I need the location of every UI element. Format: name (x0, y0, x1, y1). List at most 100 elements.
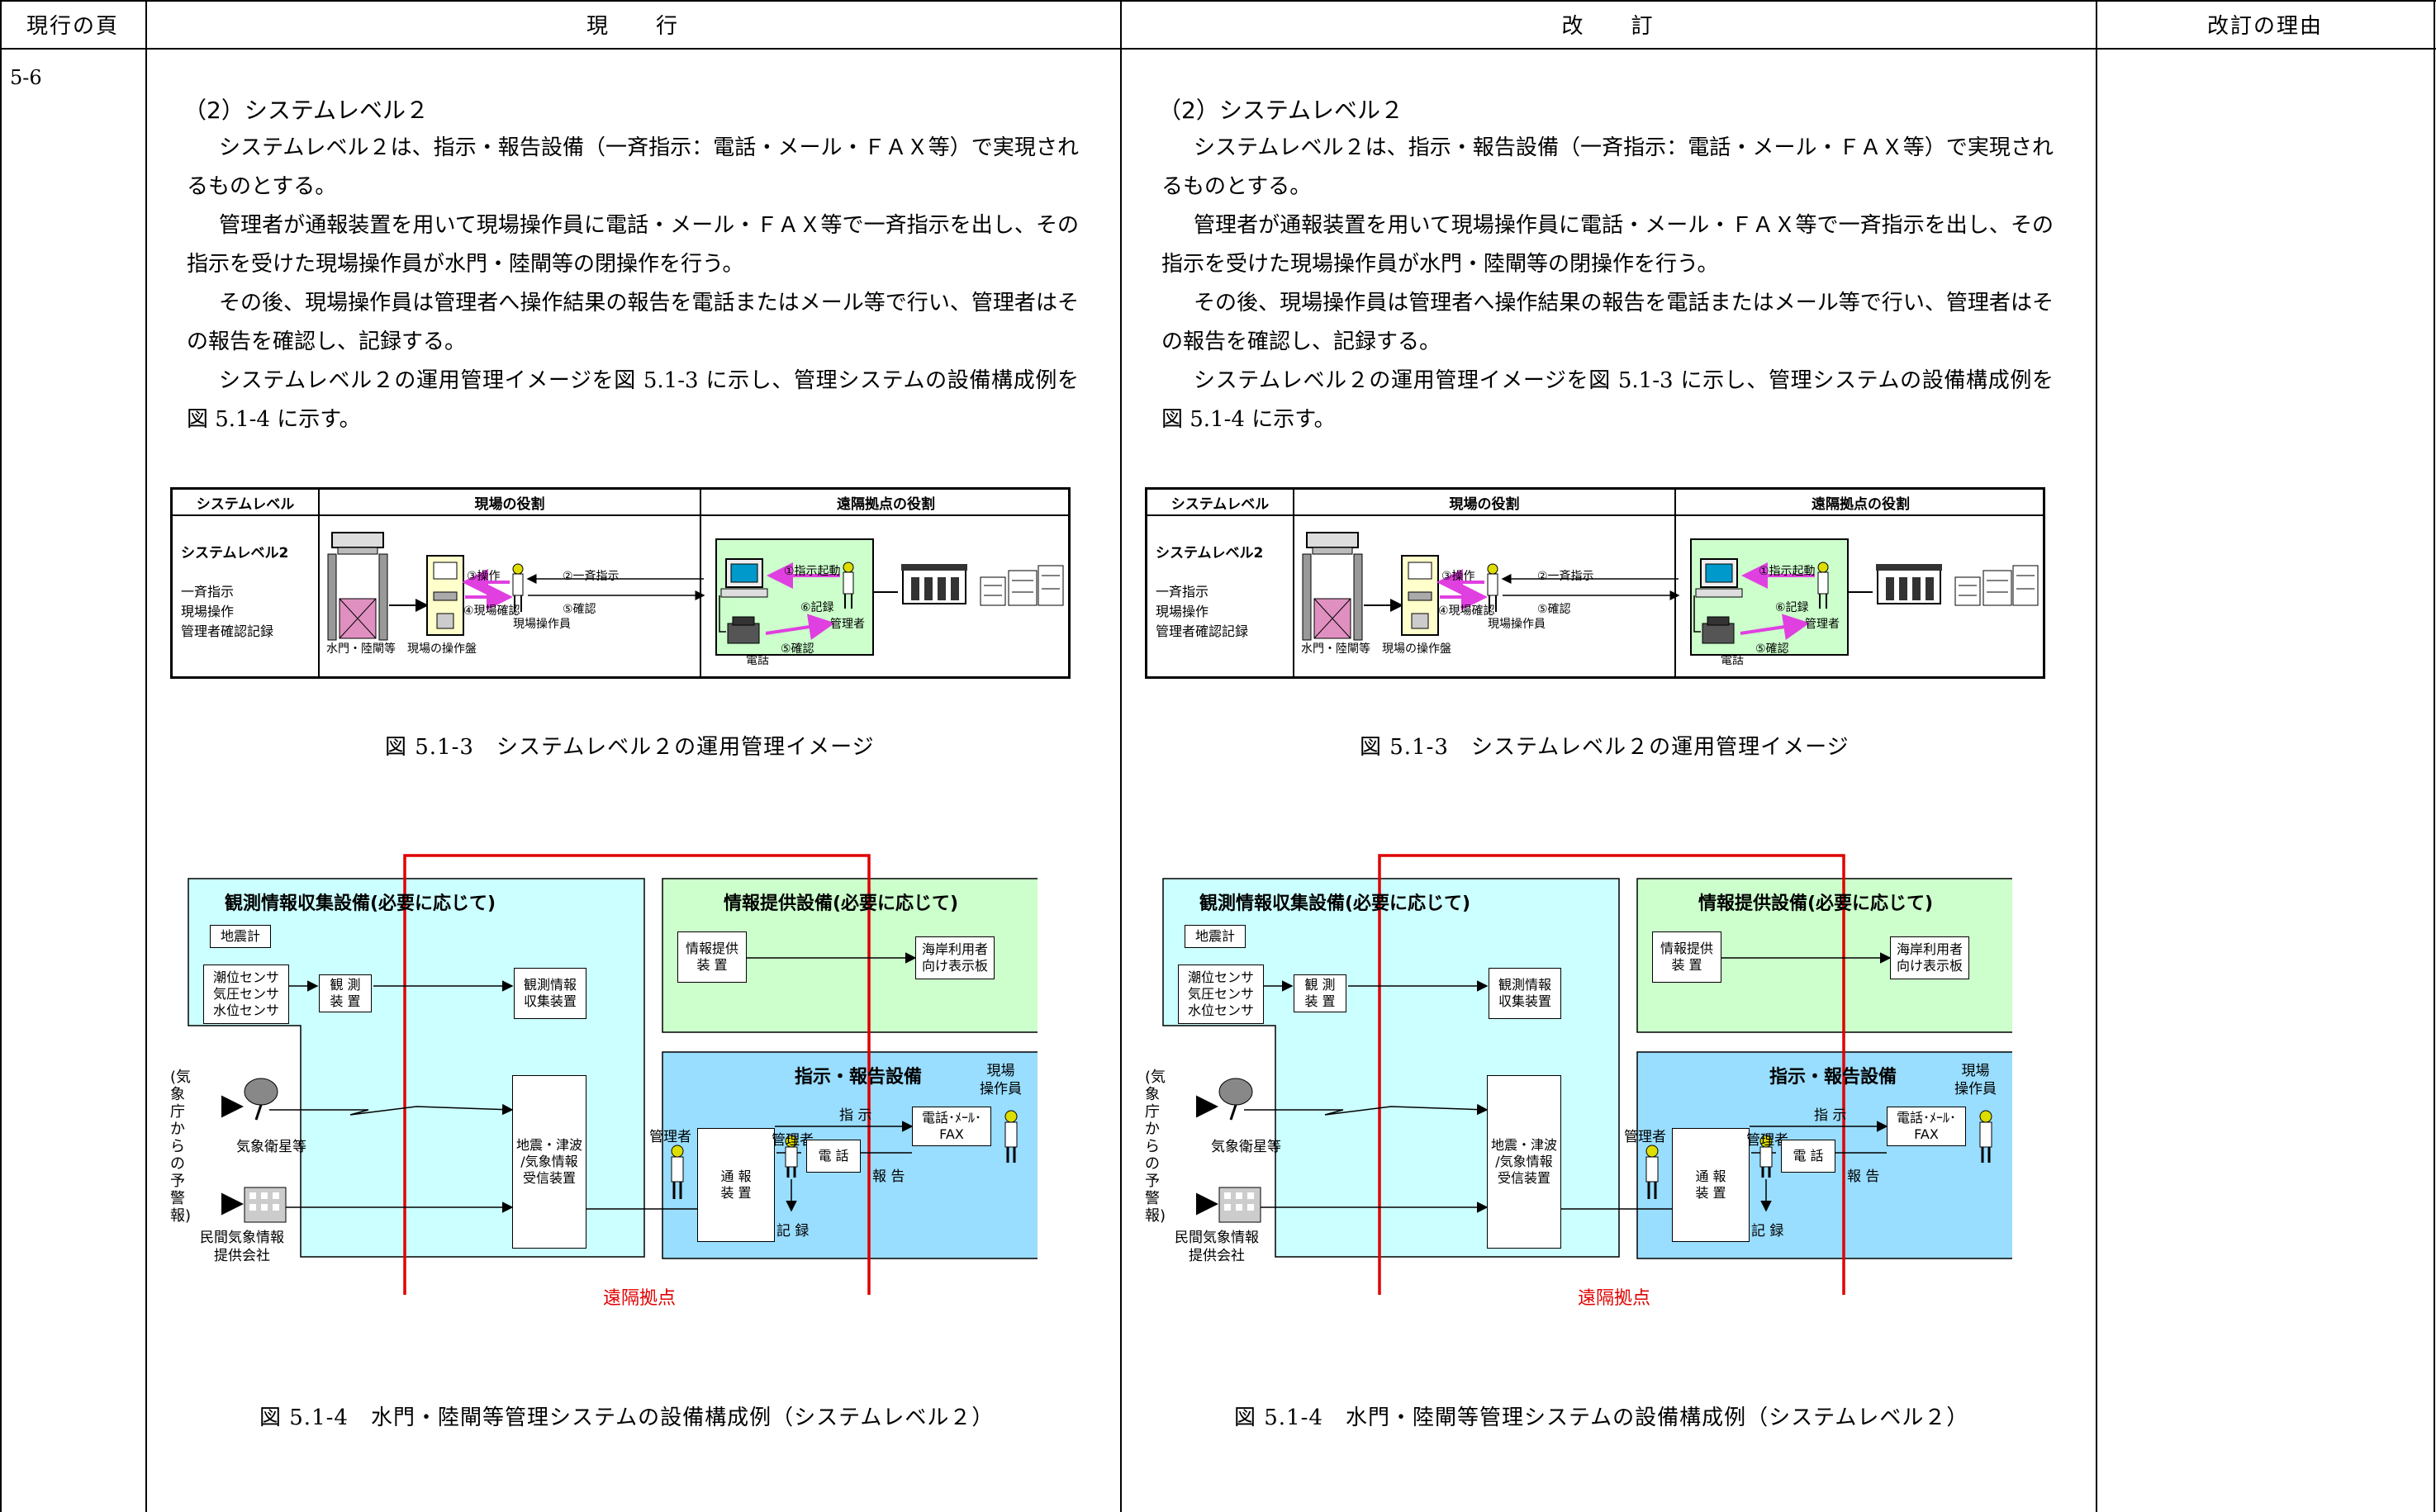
header-revised-col: 改 訂 (1561, 13, 1655, 39)
manager-icon (1817, 562, 1829, 609)
paragraph-3: その後、現場操作員は管理者へ操作結果の報告を電話またはメール等で行い、管理者はそ… (1161, 291, 2054, 354)
fig3-panel-label: 現場の操作盤 (407, 642, 477, 656)
seismometer-box: 地震計 (210, 925, 271, 948)
office-building-icon (901, 564, 967, 604)
phone-mail-fax-box: 電話･ﾒｰﾙ･ FAX (912, 1107, 991, 1146)
manager-icon (843, 562, 854, 609)
phone-icon (1702, 616, 1735, 644)
fig3-diagram (327, 532, 1064, 656)
display-board-box: 海岸利用者 向け表示板 (915, 936, 995, 979)
instruct-label: 指 示 (1814, 1107, 1847, 1124)
obs-device-box: 観 測 装 置 (1294, 974, 1346, 1012)
control-panel-icon (1401, 555, 1439, 636)
fig3-gate-label: 水門・陸閘等 (326, 642, 396, 656)
fig4-caption: 図 5.1-4 水門・陸閘等管理システムの設備構成例（システムレベル２） (259, 1405, 995, 1430)
fig3-level-item-2: 現場操作 (1156, 604, 1209, 619)
sensors-box: 潮位センサ 気圧センサ 水位センサ (1178, 965, 1264, 1024)
site-operator-label: 現場 操作員 (980, 1063, 1022, 1097)
jma-label: (気象庁からの予警報) (170, 1069, 192, 1225)
cmd-area-title: 指示・報告設備 (1769, 1067, 1897, 1088)
satellite-label: 気象衛星等 (1211, 1139, 1281, 1155)
fig3-step5a: ⑤確認 (1537, 603, 1571, 616)
header-reason-col: 改訂の理由 (2206, 13, 2323, 39)
remote-base-label: 遠隔拠点 (603, 1288, 677, 1309)
paragraph-2: 管理者が通報装置を用いて現場操作員に電話・メール・ＦＡＸ等で一斉指示を出し、その… (187, 213, 1079, 277)
fig3-phone-label: 電話 (746, 654, 769, 667)
manager-2-label: 管理者 (772, 1132, 814, 1149)
table-left-border (0, 0, 2, 1512)
info-device-box: 情報提供 装 置 (1652, 931, 1721, 983)
satellite-dish-icon (244, 1078, 278, 1121)
fig3-step4: ④現場確認 (463, 604, 520, 618)
instruct-label: 指 示 (839, 1107, 872, 1124)
manager-1-label: 管理者 (1624, 1129, 1666, 1145)
fig4-diagram (1162, 854, 2012, 1295)
fig3-step6: ⑥記録 (800, 601, 834, 614)
satellite-dish-icon (1218, 1078, 1253, 1121)
page-number: 5-6 (10, 66, 42, 89)
paragraph-1: システムレベル２は、指示・報告設備（一斉指示：電話・メール・ＦＡＸ等）で実現され… (1161, 135, 2054, 199)
site-operator-icon (1979, 1110, 1992, 1163)
sensors-box: 潮位センサ 気圧センサ 水位センサ (203, 965, 289, 1024)
cmd-area-title: 指示・報告設備 (795, 1067, 923, 1088)
manager-2-icon (785, 1135, 798, 1178)
quake-info-receiver-box: 地震・津波 /気象情報 受信装置 (1487, 1075, 1561, 1249)
fig3-sep-2 (1674, 490, 1676, 676)
fig3-level-item-3: 管理者確認記録 (181, 623, 274, 639)
fig3-level-name: システムレベル2 (181, 545, 289, 562)
figure-5-1-4: 観測情報収集設備(必要に応じて) 地震計 潮位センサ 気圧センサ 水位センサ 観… (1145, 799, 2012, 1309)
fig3-level-item-3: 管理者確認記録 (1156, 623, 1249, 639)
satellite-label: 気象衛星等 (236, 1139, 306, 1155)
section-heading: （2）システムレベル２ (183, 97, 429, 124)
factory-building-icon (1954, 565, 2039, 606)
gate-icon (327, 532, 388, 641)
fig3-step2: ②一斉指示 (1537, 570, 1594, 583)
fig3-sep-1 (1293, 490, 1294, 676)
notify-device-box: 通 報 装 置 (697, 1128, 775, 1242)
fig3-col-level: システムレベル (173, 490, 318, 516)
report-label: 報 告 (1847, 1168, 1880, 1185)
obs-device-box: 観 測 装 置 (319, 974, 372, 1012)
manager-1-label: 管理者 (649, 1129, 691, 1145)
revised-column: （2）システムレベル２ システムレベル２は、指示・報告設備（一斉指示：電話・メー… (1122, 48, 2059, 1512)
report-label: 報 告 (872, 1168, 905, 1185)
fig3-panel-label: 現場の操作盤 (1382, 642, 1451, 656)
info-area-title: 情報提供設備(必要に応じて) (1698, 893, 1934, 914)
figure-5-1-3: システムレベル 現場の役割 遠隔拠点の役割 システムレベル2 一斉指示 現場操作… (1145, 487, 2045, 679)
manager-1-icon (671, 1145, 684, 1199)
fig3-step1: ①指示起動 (1759, 565, 1816, 578)
manager-2-label: 管理者 (1746, 1132, 1788, 1149)
site-operator-icon (1004, 1110, 1018, 1163)
manager-1-icon (1645, 1145, 1659, 1199)
fig4-diagram (188, 854, 1038, 1295)
fig3-step5b: ⑤確認 (781, 642, 814, 656)
quake-info-receiver-box: 地震・津波 /気象情報 受信装置 (512, 1075, 586, 1249)
header-current-col: 現 行 (586, 13, 679, 39)
fig3-operator-label: 現場操作員 (513, 618, 571, 631)
header-page-col: 現行の頁 (26, 13, 119, 39)
section-heading: （2）システムレベル２ (1158, 97, 1403, 124)
col-divider-3 (2096, 0, 2097, 1512)
table-right-border (2434, 0, 2435, 1512)
fig3-step5b: ⑤確認 (1755, 642, 1789, 656)
fig3-level-item-1: 一斉指示 (1156, 584, 1209, 600)
record-label: 記 録 (1751, 1223, 1784, 1239)
col-divider-2 (1120, 0, 1122, 1512)
private-weather-label: 民間気象情報 提供会社 (1175, 1230, 1259, 1264)
fig3-step1: ①指示起動 (784, 565, 841, 578)
seismometer-box: 地震計 (1185, 925, 1246, 948)
record-label: 記 録 (776, 1223, 810, 1239)
info-area-title: 情報提供設備(必要に応じて) (724, 893, 959, 914)
current-column: （2）システムレベル２ システムレベル２は、指示・報告設備（一斉指示：電話・メー… (147, 48, 1085, 1512)
weather-company-building-icon (1218, 1187, 1261, 1223)
weather-company-building-icon (244, 1187, 287, 1223)
phone-mail-fax-box: 電話･ﾒｰﾙ･ FAX (1887, 1107, 1966, 1146)
fig4-caption: 図 5.1-4 水門・陸閘等管理システムの設備構成例（システムレベル２） (1234, 1405, 1969, 1430)
fig3-step3: ③操作 (467, 570, 501, 583)
paragraph-3: その後、現場操作員は管理者へ操作結果の報告を電話またはメール等で行い、管理者はそ… (187, 291, 1079, 354)
paragraph-4: システムレベル２の運用管理イメージを図 5.1-3 に示し、管理システムの設備構… (187, 368, 1079, 432)
fig3-manager-label: 管理者 (830, 618, 865, 631)
paragraph-1: システムレベル２は、指示・報告設備（一斉指示：電話・メール・ＦＡＸ等）で実現され… (187, 135, 1079, 199)
remote-base-frame (1378, 854, 1845, 1295)
obs-collect-box: 観測情報 収集装置 (514, 968, 586, 1019)
